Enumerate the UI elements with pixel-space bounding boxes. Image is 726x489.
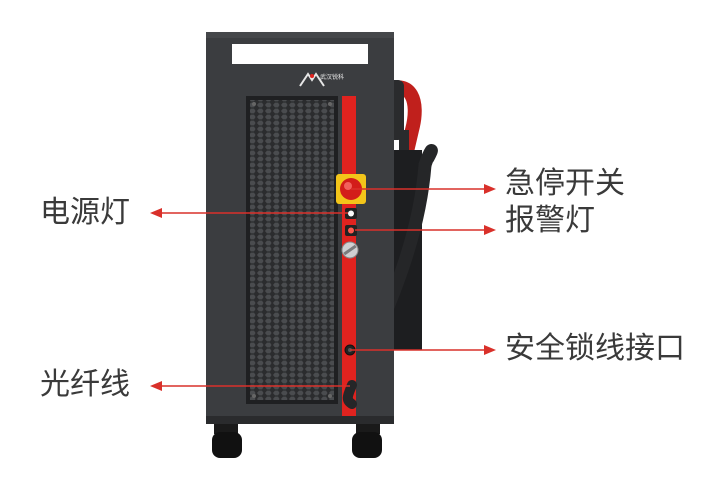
callout-arrow-power-light bbox=[150, 208, 348, 218]
alarm-light-icon bbox=[345, 225, 357, 236]
brand-logo-text: 武汉锐科 bbox=[320, 74, 345, 81]
callout-arrow-fiber bbox=[150, 381, 350, 391]
label-safety-interlock: 安全锁线接口 bbox=[505, 331, 685, 366]
caster-left bbox=[212, 424, 242, 458]
label-alarm-light: 报警灯 bbox=[505, 203, 595, 238]
handle-opening bbox=[232, 44, 368, 64]
caster-right bbox=[352, 424, 382, 458]
key-switch-icon[interactable] bbox=[341, 241, 359, 259]
callout-arrow-alarm-light bbox=[355, 225, 496, 235]
brand-logo bbox=[299, 72, 325, 87]
cabinet-base bbox=[206, 416, 394, 424]
callout-arrow-safety-interlock bbox=[350, 345, 496, 355]
power-light-icon bbox=[345, 208, 357, 219]
label-fiber-cable: 光纤线 bbox=[40, 367, 130, 402]
callout-arrow-emergency-stop bbox=[351, 184, 496, 194]
label-emergency-stop: 急停开关 bbox=[505, 166, 625, 201]
fiber-cable-end bbox=[342, 380, 357, 409]
label-power-light: 电源灯 bbox=[40, 195, 130, 230]
vent-mesh bbox=[250, 100, 334, 400]
